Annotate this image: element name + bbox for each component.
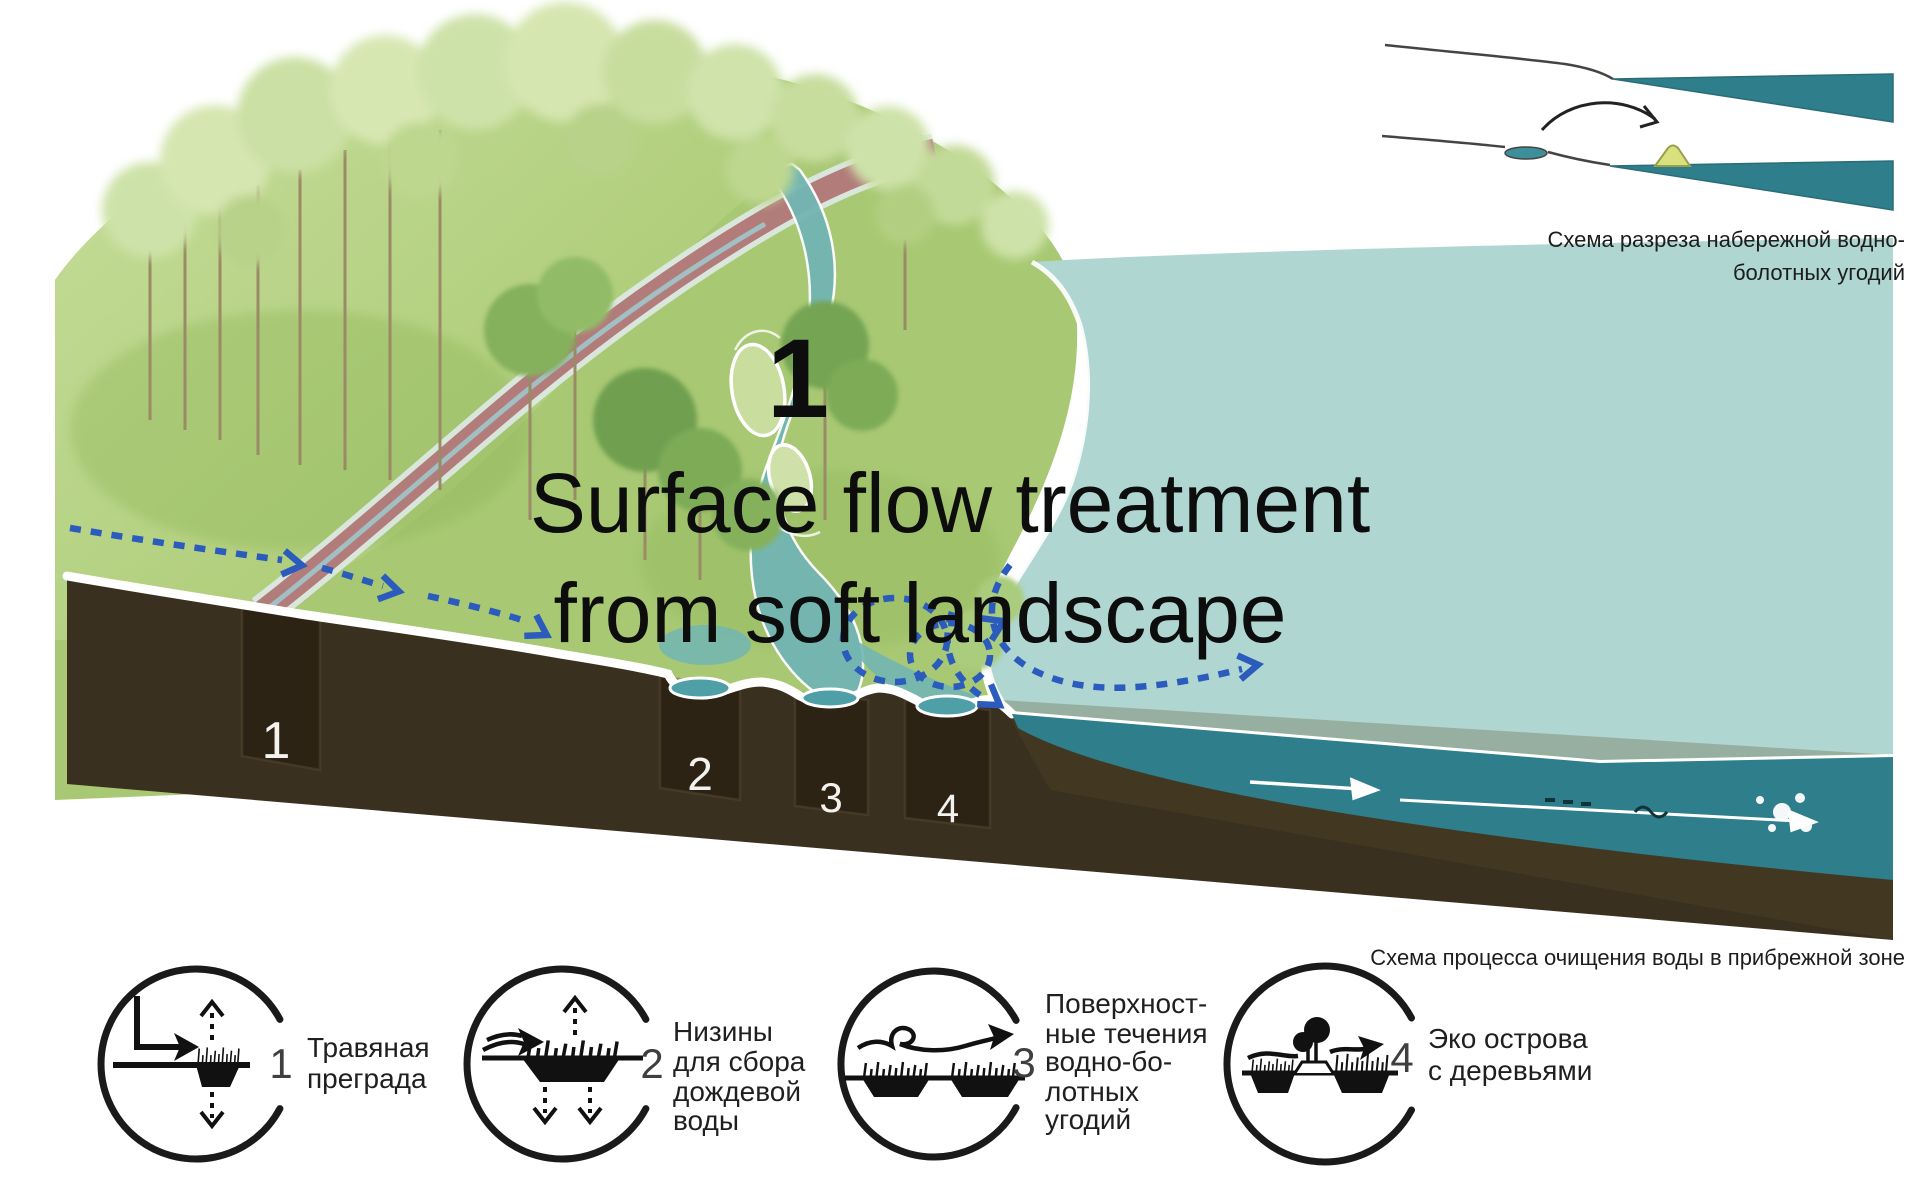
rainwater-lowland-icon <box>481 994 643 1126</box>
legend-number-1: 1 <box>269 1040 292 1087</box>
legend-item-3: 3 Поверхност- ные течения водно-бо- лотн… <box>837 967 1208 1161</box>
eco-island-mound <box>1653 144 1692 167</box>
section-caption-line-2: болотных угодий <box>1733 260 1905 285</box>
soil-label-2: 2 <box>687 748 713 800</box>
wetland-island <box>729 342 787 438</box>
legend-label-3-line-3: водно-бо- <box>1045 1046 1172 1077</box>
legend-number-4: 4 <box>1390 1034 1413 1081</box>
legend-label-1-line-2: преграда <box>307 1063 427 1094</box>
eco-island-icon <box>1242 1017 1398 1093</box>
legend-circle-2 <box>463 965 650 1163</box>
legend-label-3-line-1: Поверхност- <box>1045 988 1207 1019</box>
transfer-arrow-icon <box>1540 101 1656 131</box>
legend-number-3: 3 <box>1012 1039 1035 1086</box>
legend-label-2-line-2: для сбора <box>673 1046 806 1077</box>
legend-circle-1 <box>97 965 284 1163</box>
basin-pools <box>668 676 979 718</box>
legend: 1 Травяная преграда 2 Низины <box>97 962 1592 1166</box>
section-caption-line-1: Схема разреза набережной водно- <box>1547 227 1905 252</box>
title-line-2: from soft landscape <box>553 566 1286 660</box>
main-title: 1 Surface flow treatment from soft lands… <box>530 316 1370 660</box>
legend-number-2: 2 <box>640 1040 663 1087</box>
wetland-surface-flow-icon <box>845 1024 1025 1097</box>
soil-label-3: 3 <box>819 774 842 821</box>
flow-arrows <box>69 524 1260 715</box>
legend-item-4: 4 Эко острова с деревьями <box>1223 962 1592 1166</box>
legend-circle-4 <box>1223 962 1415 1166</box>
legend-label-3-line-4: лотных <box>1045 1076 1139 1107</box>
profile-line-lower <box>1381 134 1506 149</box>
water-wedge-upper <box>1612 73 1894 123</box>
grass-barrier-icon <box>113 996 250 1130</box>
water-wedge-lower <box>1609 160 1894 211</box>
big-number: 1 <box>767 316 829 441</box>
slope-pond <box>1504 146 1548 160</box>
legend-label-3-line-5: угодий <box>1045 1104 1131 1135</box>
profile-line-upper <box>1384 43 1614 81</box>
legend-label-2-line-1: Низины <box>673 1016 773 1047</box>
legend-label-3-line-2: ные течения <box>1045 1018 1208 1049</box>
soil-label-1: 1 <box>262 712 291 770</box>
legend-label-4-line-1: Эко острова <box>1428 1023 1588 1054</box>
water-cross-section <box>1012 714 1893 880</box>
trees <box>102 2 1049 670</box>
title-line-1: Surface flow treatment <box>530 456 1370 550</box>
legend-circle-3 <box>837 967 1020 1161</box>
mini-section-diagram: Схема разреза набережной водно- болотных… <box>1381 43 1905 285</box>
legend-label-2-line-4: воды <box>673 1105 739 1136</box>
legend-item-1: 1 Травяная преграда <box>97 965 430 1163</box>
tree-canopies <box>102 2 1049 265</box>
current-arrows <box>1249 777 1819 833</box>
legend-label-2-line-3: дождевой <box>673 1076 801 1107</box>
water-life-marks <box>1545 793 1812 832</box>
legend-item-2: 2 Низины для сбора дождевой воды <box>463 965 806 1163</box>
wetland-island <box>766 443 814 513</box>
mid-trees <box>484 257 1024 670</box>
soil-blocks <box>240 602 992 830</box>
legend-label-1-line-1: Травяная <box>307 1032 430 1063</box>
legend-label-4-line-2: с деревьями <box>1428 1055 1592 1086</box>
process-caption: Схема процесса очищения воды в прибрежно… <box>1370 945 1905 970</box>
path-trail <box>250 133 939 626</box>
soil-label-4: 4 <box>937 787 959 831</box>
